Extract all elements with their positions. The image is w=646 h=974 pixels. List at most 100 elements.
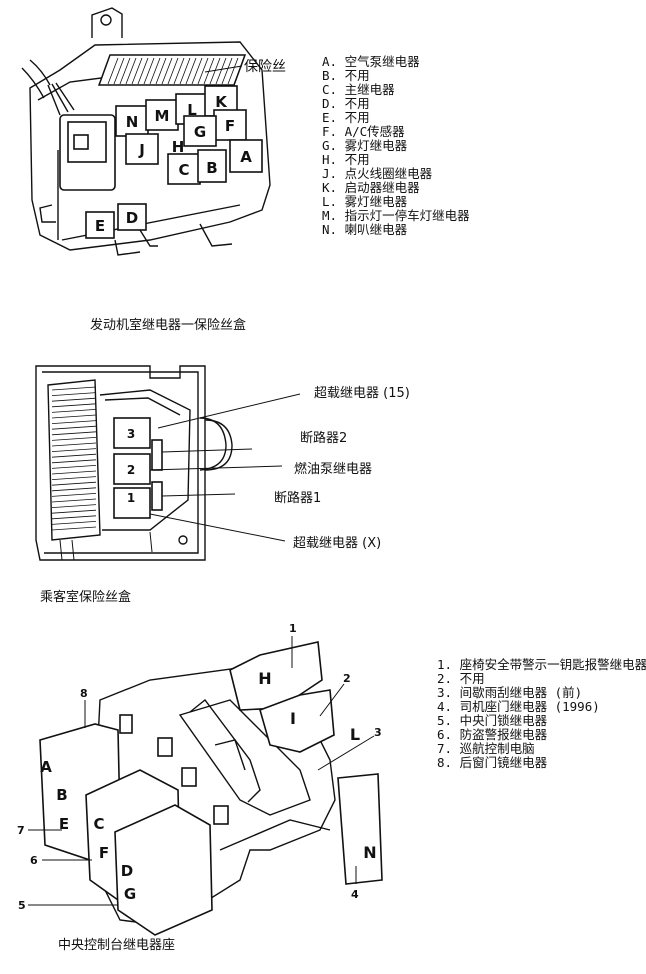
cabin-fuse-slot (51, 526, 97, 531)
console-number-callouts: 1 2 3 4 5 6 7 8 (17, 622, 382, 912)
cabin-fuse-slot (51, 425, 97, 430)
console-block-F-label: F (99, 844, 109, 862)
callout-fuel-pump-relay: 燃油泵继电器 (294, 461, 372, 477)
engine-legend-item: K. 启动器继电器 (322, 180, 420, 195)
console-legend-item: 6. 防盗警报继电器 (437, 727, 548, 742)
console-legend-item: 8. 后窗门镜继电器 (437, 755, 548, 770)
cabin-fuse-slot (51, 409, 97, 413)
console-legend: 1. 座椅安全带警示一钥匙报警继电器 2. 不用 3. 间歇雨刮继电器 (前) … (437, 657, 646, 770)
fuse-slot (143, 57, 155, 85)
fuse-leader-line (204, 65, 243, 73)
console-number-5: 5 (18, 899, 26, 912)
cabin-relay-1: 1 (113, 487, 151, 519)
fuse-slot (107, 57, 119, 85)
relay-block-C: C (167, 153, 201, 185)
relay-block-H-label: H (172, 138, 185, 156)
console-number-4: 4 (351, 888, 359, 901)
callout-breaker-1: 断路器1 (274, 490, 321, 506)
console-block-N-label: N (363, 843, 376, 862)
relay-block-A: A (229, 139, 263, 173)
cabin-fuse-slot (51, 521, 97, 525)
fuse-slot (137, 57, 149, 85)
fuse-slot (155, 57, 167, 85)
fuse-label: 保险丝 (244, 59, 286, 75)
engine-legend-item: N. 喇叭继电器 (322, 222, 408, 237)
relay-block-F: F (213, 109, 247, 141)
relay-block-G-label: G (194, 123, 206, 141)
fuse-slot (191, 57, 203, 85)
fuse-strip (97, 54, 247, 86)
console-block-L: L (350, 725, 360, 744)
cabin-fuse-slot (51, 453, 97, 458)
relay-block-M: M (145, 99, 179, 131)
fuse-slot (185, 57, 197, 85)
callout-breaker-2: 断路器2 (300, 430, 347, 446)
console-block-E-label: E (59, 815, 69, 833)
cabin-fuse-slot (51, 403, 97, 408)
fuse-slot (197, 57, 209, 85)
relay-block-L-label: L (187, 101, 197, 119)
console-caption: 中央控制台继电器座 (58, 938, 175, 953)
engine-relay-fuse-box-drawing (21, 7, 271, 256)
console-block-I: I (259, 689, 335, 753)
engine-legend-item: C. 主继电器 (322, 82, 395, 97)
console-block-D-label: D (121, 862, 133, 880)
engine-legend-item: L. 雾灯继电器 (322, 194, 408, 209)
relay-block-N-label: N (126, 113, 139, 131)
relay-block-J-label: J (138, 141, 145, 159)
fuse-slot (161, 57, 173, 85)
cabin-fuse-slot (51, 392, 97, 396)
console-block-A-label: A (40, 758, 52, 776)
console-number-2: 2 (343, 672, 351, 685)
breaker-2 (151, 439, 163, 471)
cabin-fuse-slot (51, 476, 97, 480)
fuse-slot (173, 57, 185, 85)
cabin-fuse-slot (51, 498, 97, 503)
console-block-L-label: L (350, 725, 360, 744)
relay-block-H: H (172, 138, 185, 156)
console-number-3: 3 (374, 726, 382, 739)
console-legend-item: 1. 座椅安全带警示一钥匙报警继电器 (437, 657, 646, 672)
fuse-slot (113, 57, 125, 85)
fuse-slot (167, 57, 179, 85)
relay-block-N: N (115, 105, 149, 137)
fuse-slot (215, 57, 227, 85)
cabin-fuse-slot (51, 397, 97, 402)
cabin-caption: 乘客室保险丝盒 (40, 589, 131, 605)
cabin-fuse-slot (51, 487, 97, 492)
cabin-relay-2: 2 (113, 453, 151, 485)
console-legend-item: 4. 司机座门继电器 (1996) (437, 699, 600, 714)
engine-caption: 发动机室继电器一保险丝盒 (90, 317, 246, 333)
cabin-fuse-slot (51, 459, 97, 464)
engine-legend-item: H. 不用 (322, 152, 370, 167)
callout-overload-relay-15: 超载继电器 (15) (314, 386, 410, 401)
console-relay-blocks: H I L N A B E C F D G (39, 641, 383, 936)
console-number-8: 8 (80, 687, 88, 700)
relay-block-J: J (125, 133, 159, 165)
relay-block-A-label: A (240, 148, 252, 166)
cabin-fuse-slot (51, 414, 97, 419)
console-block-N: N (337, 773, 383, 885)
cabin-fuse-slot (51, 420, 97, 424)
console-block-H: H (229, 641, 323, 711)
fuse-slot (119, 57, 131, 85)
console-block-I-label: I (290, 709, 296, 728)
relay-block-G: G (183, 115, 217, 147)
fuse-slot (149, 57, 161, 85)
cabin-fuse-slot (51, 509, 97, 514)
cabin-fuse-slot (51, 470, 97, 475)
console-block-H-label: H (258, 669, 271, 688)
fuse-slot (221, 57, 233, 85)
relay-block-D-label: D (126, 209, 138, 227)
console-legend-item: 7. 巡航控制电脑 (437, 741, 535, 756)
cabin-fuse-box-drawing (35, 365, 233, 561)
cabin-fuse-slot (51, 442, 97, 447)
relay-block-F-label: F (225, 117, 235, 135)
console-legend-item: 2. 不用 (437, 671, 485, 686)
cabin-relays: 3 2 1 (113, 417, 163, 519)
relay-block-B: B (197, 149, 227, 183)
fuse-slot (125, 57, 137, 85)
engine-legend-item: G. 雾灯继电器 (322, 138, 408, 153)
cabin-relay-3-label: 3 (127, 427, 135, 441)
